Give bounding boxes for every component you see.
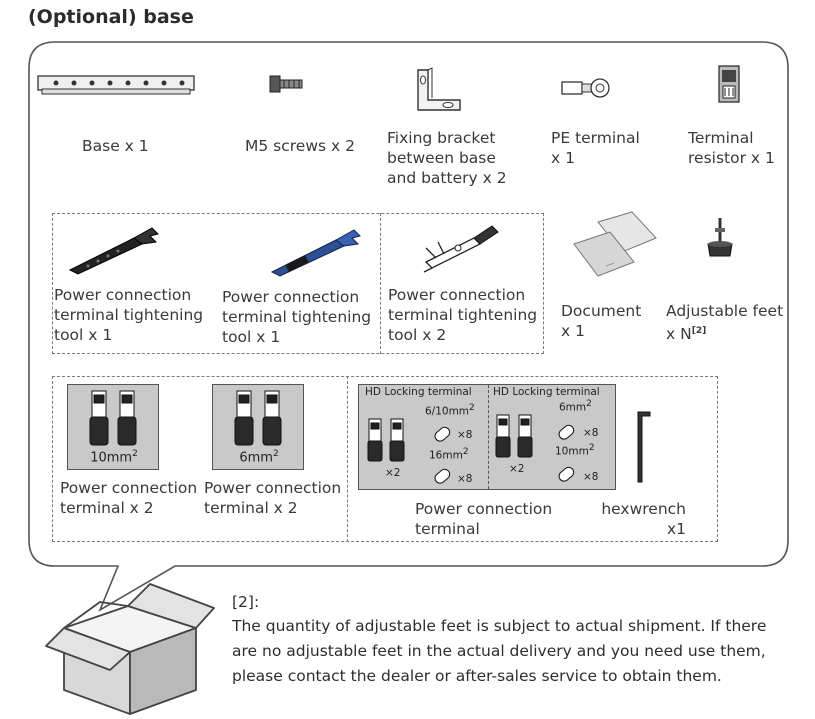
item-label-terminal-10mm: Power connection terminal x 2 [60, 479, 198, 517]
note-text: The quantity of adjustable feet is subje… [232, 617, 767, 685]
document-icon [573, 211, 657, 277]
hd-left-bottom-size: 16mm2 [429, 447, 469, 462]
item-label-resistor: Terminal resistor x 1 [688, 129, 775, 167]
hd-right-count-pair: ×2 [509, 463, 525, 475]
item-label-bracket: Fixing bracket between base and battery … [387, 129, 507, 187]
base-rail-icon [37, 75, 195, 95]
item-label-tool-blue: Power connection terminal tightening too… [222, 288, 372, 346]
hd-left-count-pair: ×2 [385, 467, 401, 479]
hd-right-bottom-size: 10mm2 [555, 443, 595, 458]
note-ref: [2]: [232, 593, 260, 611]
item-label-pe-terminal: PE terminal x 1 [551, 129, 640, 167]
black-wrench-tool-icon [68, 227, 159, 275]
adjustable-foot-icon [707, 218, 733, 257]
connector-pair-icon [234, 390, 282, 446]
hd-left-top-size: 6/10mm2 [425, 403, 475, 418]
hd-right-connectors-icon [495, 414, 575, 482]
hd-left-count-bottom: ×8 [457, 473, 473, 485]
terminal-group-divider [347, 376, 348, 542]
hexwrench-icon [637, 411, 651, 483]
hd-terminal-box: HD Locking terminal 6/10mm2 16mm2 ×8 ×8 … [358, 384, 616, 490]
l-bracket-icon [417, 67, 461, 111]
terminal-size-6mm: 6mm2 [239, 449, 279, 466]
page-title: (Optional) base [28, 6, 194, 28]
terminal-box-10mm: 10mm2 [67, 384, 159, 470]
terminal-resistor-icon [718, 65, 740, 103]
item-label-hd-terminal: Power connection terminal [415, 500, 553, 538]
hd-right-count-bottom: ×8 [583, 471, 599, 483]
item-label-hexwrench: hexwrench x1 [601, 500, 686, 538]
open-box-icon [45, 583, 215, 715]
screw-icon [269, 75, 303, 93]
terminal-group-frame [52, 376, 718, 542]
blue-wrench-tool-icon [270, 229, 361, 277]
item-label-adjustable-feet: Adjustable feet x N[2] [666, 302, 784, 344]
tool-group-divider [380, 213, 381, 354]
hd-title-left: HD Locking terminal [365, 386, 472, 398]
hd-right-count-top: ×8 [583, 427, 599, 439]
item-label-screws: M5 screws x 2 [245, 137, 355, 155]
hd-right-top-size: 6mm2 [559, 399, 592, 414]
hd-left-connectors-icon [367, 418, 451, 484]
terminal-box-6mm: 6mm2 [212, 384, 304, 470]
item-label-tool-black: Power connection terminal tightening too… [54, 286, 204, 344]
terminal-size-10mm: 10mm2 [90, 449, 138, 466]
crimp-tool-icon [423, 225, 499, 273]
item-label-base: Base x 1 [82, 137, 149, 155]
tool-group-frame [52, 213, 544, 354]
item-label-tool-crimp: Power connection terminal tightening too… [388, 286, 538, 344]
hd-title-right: HD Locking terminal [493, 386, 600, 398]
item-label-terminal-6mm: Power connection terminal x 2 [204, 479, 342, 517]
item-label-document: Document x 1 [561, 302, 642, 340]
hd-left-count-top: ×8 [457, 429, 473, 441]
ring-terminal-icon [561, 78, 610, 98]
hd-divider [488, 385, 489, 489]
connector-pair-icon [89, 390, 137, 446]
